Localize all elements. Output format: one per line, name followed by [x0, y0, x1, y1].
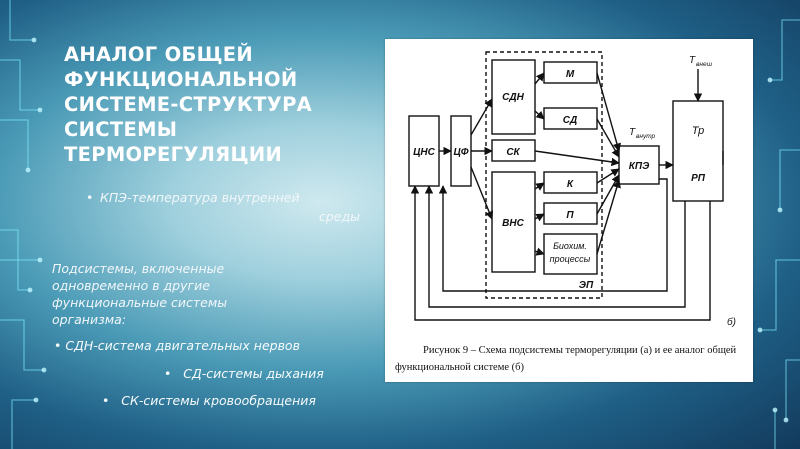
list-item-text: СДН-система двигательных нервов [65, 338, 300, 353]
sdn-label: СДН [502, 92, 524, 103]
sd-label: СД [563, 115, 577, 126]
thermoregulation-figure: ЦНС ЦФ СДН М СД СК ВНС К П КПЭ РП ЭП Био… [385, 39, 753, 382]
tr-label: Тр [692, 125, 704, 137]
subsystems-paragraph: Подсистемы, включенные одновременно в др… [52, 260, 292, 328]
part-b-label: б) [727, 316, 736, 328]
title-line: ТЕРМОРЕГУЛЯЦИИ [64, 143, 283, 166]
bullet-dot: • [86, 190, 94, 205]
list-item: • СД-системы дыхания [164, 366, 324, 381]
list-item-text: СД-системы дыхания [183, 366, 324, 381]
t-vnesh-subscript: внеш [696, 61, 713, 68]
ep-dashed-frame [485, 51, 603, 299]
paragraph-line: одновременно в другие [52, 278, 210, 293]
bullet-kpe-line2: среды [318, 209, 360, 224]
slide-title: АНАЛОГ ОБЩЕЙ ФУНКЦИОНАЛЬНОЙ СИСТЕМЕ-СТРУ… [64, 42, 364, 167]
bullet-dot: • [102, 393, 110, 408]
vns-label: ВНС [502, 218, 524, 229]
sdn-block [491, 59, 536, 135]
bullet-kpe-line1: КПЭ-температура внутренней [100, 190, 300, 205]
p-label: П [566, 210, 574, 221]
rp-label: РП [691, 173, 706, 184]
kpe-label: КПЭ [629, 161, 650, 172]
title-line: СИСТЕМЫ [64, 118, 178, 141]
caption-line: Рисунок 9 – Схема подсистемы терморегуля… [423, 345, 737, 356]
t-vnutr-label: Т [629, 127, 636, 138]
title-line: СИСТЕМЕ-СТРУКТУРА [64, 93, 313, 116]
paragraph-line: функциональные системы [52, 295, 228, 310]
title-line: АНАЛОГ ОБЩЕЙ [64, 43, 254, 66]
t-vnutr-subscript: внутр [636, 133, 656, 140]
paragraph-line: организма: [52, 312, 127, 327]
k-label: К [567, 179, 574, 190]
bullet-kpe: • КПЭ-температура внутренней среды [86, 188, 360, 226]
tr-rp-block [672, 100, 724, 202]
m-label: М [566, 69, 575, 80]
cf-label: ЦФ [453, 147, 468, 158]
figure-caption: Рисунок 9 – Схема подсистемы терморегуля… [395, 342, 743, 376]
caption-line: функциональной системе (б) [395, 362, 524, 373]
list-item: • СДН-система двигательных нервов [54, 338, 300, 353]
bio-label-1: Биохим. [553, 241, 587, 251]
bullet-dot: • [164, 366, 172, 381]
list-item: • СК-системы кровообращения [102, 393, 316, 408]
vns-block [491, 171, 536, 273]
bio-label-2: процессы [550, 254, 591, 264]
title-line: ФУНКЦИОНАЛЬНОЙ [64, 68, 298, 91]
block-diagram: ЦНС ЦФ СДН М СД СК ВНС К П КПЭ РП ЭП Био… [408, 51, 736, 328]
t-vnesh-label: Т [689, 55, 696, 66]
ep-label: ЭП [579, 280, 594, 291]
bullet-dot: • [54, 338, 62, 353]
list-item-text: СК-системы кровообращения [121, 393, 316, 408]
cns-label: ЦНС [413, 147, 436, 158]
paragraph-line: Подсистемы, включенные [52, 261, 225, 276]
sk-label: СК [506, 147, 520, 158]
